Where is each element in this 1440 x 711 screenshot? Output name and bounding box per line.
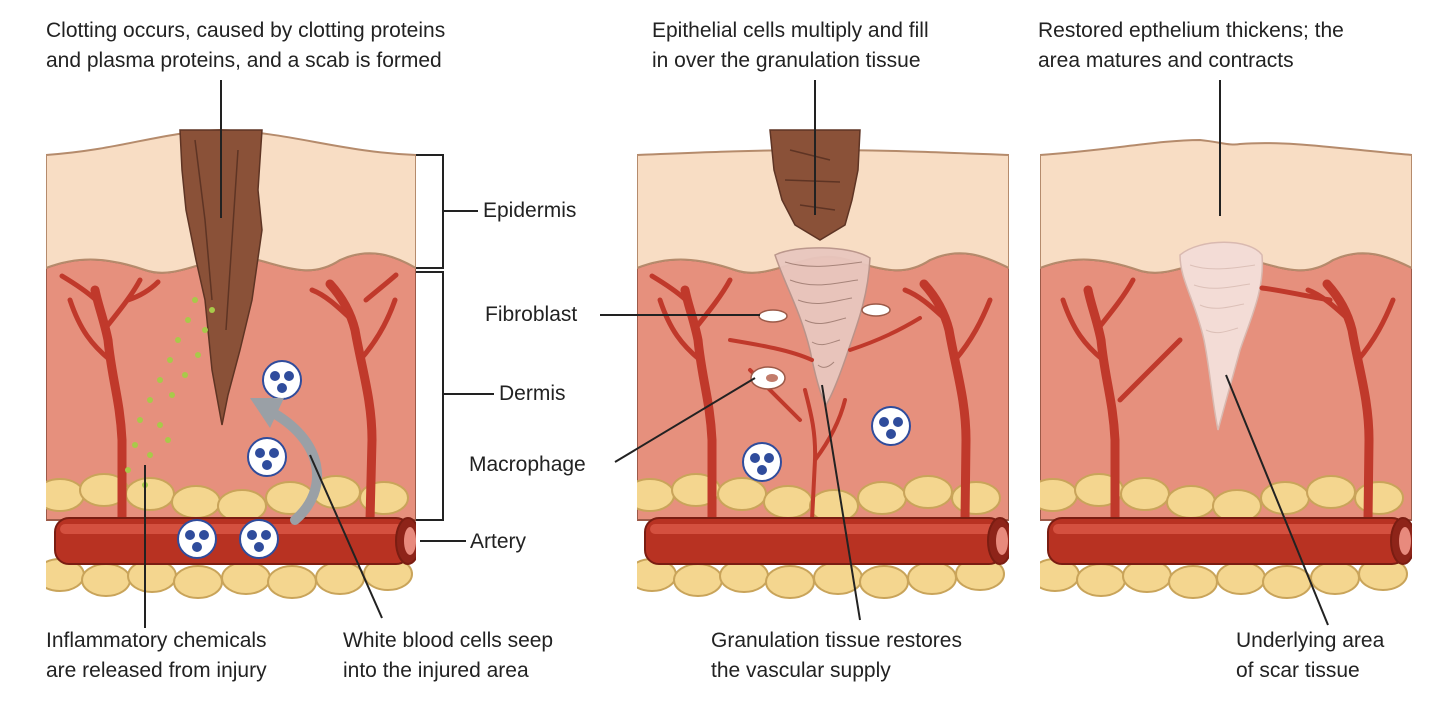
migration-arrowhead [250,398,284,428]
scar-line-2: of scar tissue [1236,659,1360,682]
epithelial-line-2: in over the granulation tissue [652,49,921,72]
scab-texture [784,149,841,211]
macrophage-leader [614,377,756,463]
inflammatory-line-1: Inflammatory chemicals [46,629,267,652]
panel-3-maturation [1040,138,1412,599]
wbc-leader [309,454,383,619]
epithelial-caption: Epithelial cells multiply and fill in ov… [652,16,929,76]
artery-label: Artery [470,530,527,553]
fat-layer [637,473,1005,599]
artery [1047,517,1412,565]
artery [644,517,1009,565]
artery [54,517,416,565]
blood-vessels [649,273,993,525]
dermis-bracket [416,271,444,521]
leader-lines [144,80,1329,628]
restored-line-1: Restored epthelium thickens; the [1038,19,1344,42]
wbc-line-1: White blood cells seep [343,629,554,652]
granulation-line-1: Granulation tissue restores [711,629,962,652]
inflammatory-caption: Inflammatory chemicals are released from… [46,626,267,686]
wbc [871,406,911,446]
epidermis-label: Epidermis [483,199,577,222]
inflammatory-line-2: are released from injury [46,659,267,682]
epidermis-bracket [416,154,444,269]
fibroblast-label: Fibroblast [485,303,578,326]
clotting-line-1: Clotting occurs, caused by clotting prot… [46,19,446,42]
clotting-line-2: and plasma proteins, and a scab is forme… [46,49,442,72]
scar-tissue [1179,241,1264,431]
fibroblast-cells [758,303,891,323]
clotting-caption: Clotting occurs, caused by clotting prot… [46,16,445,76]
wbc [742,442,782,482]
granulation-caption: Granulation tissue restores the vascular… [711,626,962,686]
scar-leader [1225,374,1329,626]
white-blood-cells [742,406,911,482]
wbc [262,360,302,400]
wbc-caption: White blood cells seep into the injured … [343,626,553,686]
white-blood-cells [177,360,302,559]
granulation-texture [784,261,863,368]
restored-line-2: area matures and contracts [1038,49,1294,72]
granulation-leader [821,384,861,621]
wbc [247,437,287,477]
wbc-line-2: into the injured area [343,659,529,682]
wbc [239,519,279,559]
fibroblast [861,303,891,317]
macrophage-label: Macrophage [469,453,586,476]
scar-caption: Underlying area of scar tissue [1236,626,1384,686]
restored-caption: Restored epthelium thickens; the area ma… [1038,16,1344,76]
panel-2-granulation [637,129,1009,599]
epidermis-layer [1040,138,1412,274]
scar-texture [1189,264,1256,334]
fibroblast [758,309,788,323]
macrophage-cell [750,366,786,390]
granulation-tissue [774,247,871,407]
wbc [177,519,217,559]
panel-1-clotting [46,128,416,599]
blood-vessels [1060,277,1396,525]
migration-arrow [263,405,322,525]
layer-brackets [416,154,444,521]
scar-line-1: Underlying area [1236,629,1385,652]
scab-texture [194,139,239,331]
granulation-line-2: the vascular supply [711,659,891,682]
epithelial-line-1: Epithelial cells multiply and fill [652,19,929,42]
dermis-label: Dermis [499,382,566,405]
blood-vessels [59,272,399,525]
scab [179,129,263,426]
